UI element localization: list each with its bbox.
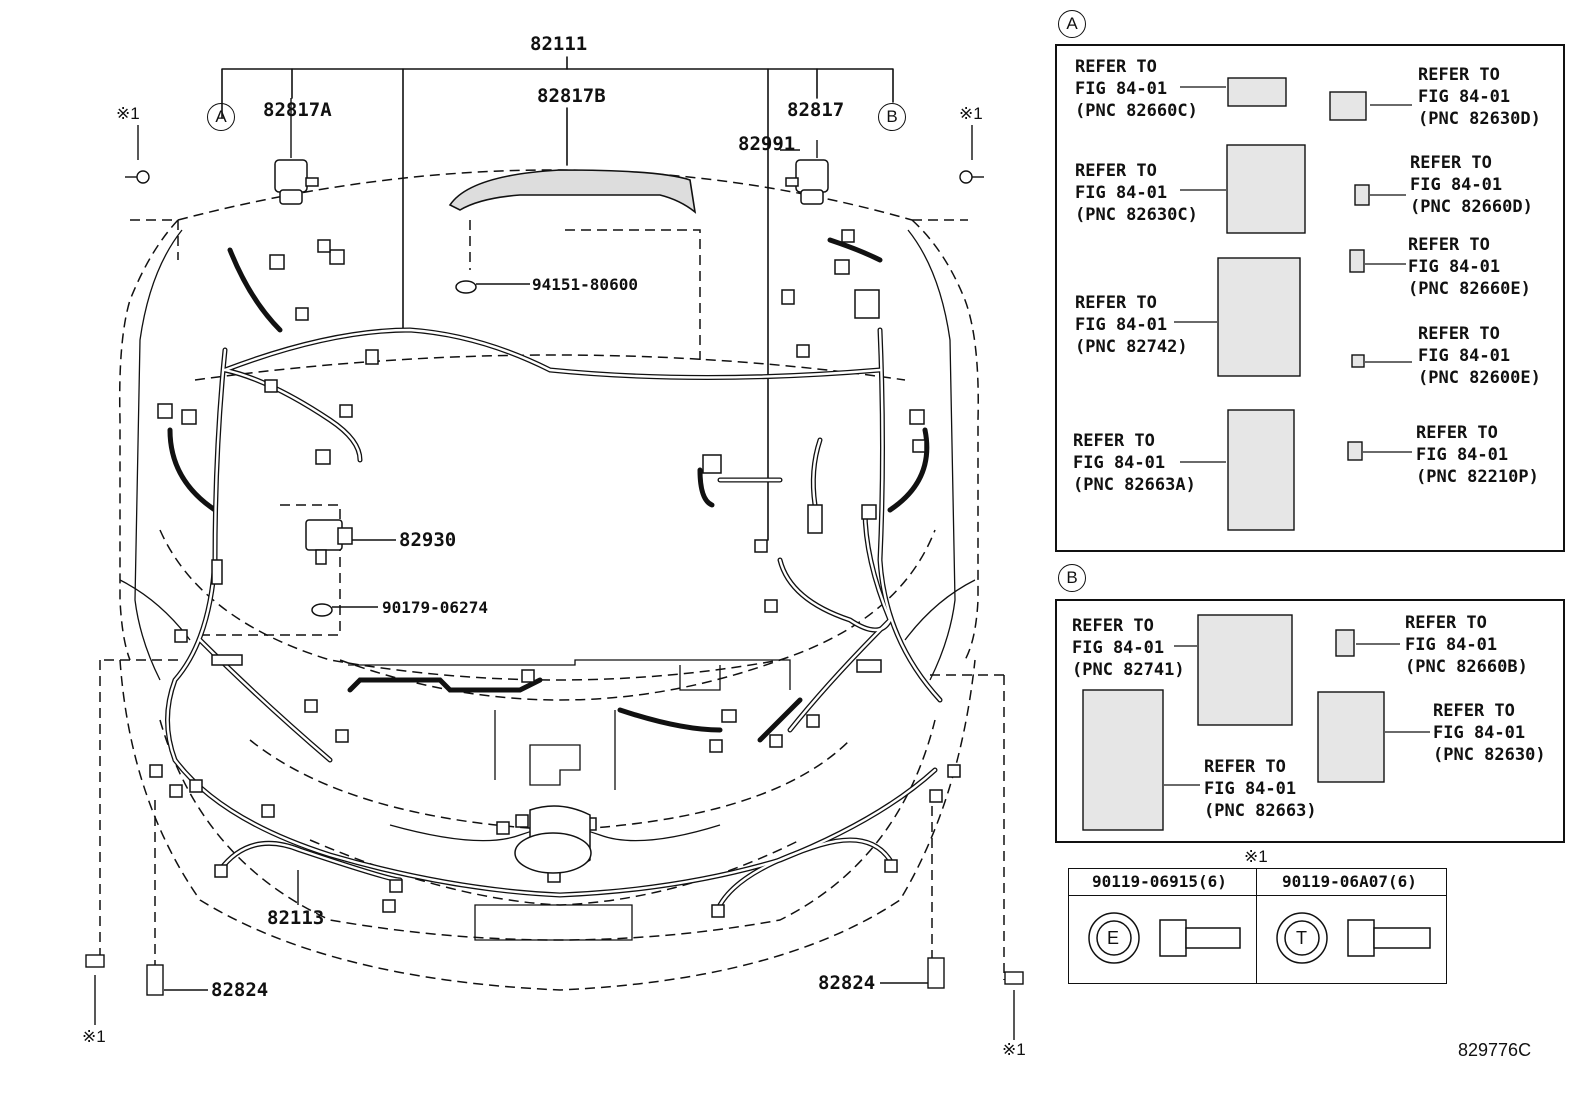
- bolt-col-1-header: 90119-06915(6): [1092, 872, 1227, 891]
- part-b-label: 82817B: [537, 85, 606, 107]
- part-c-label: 82817: [787, 99, 845, 121]
- note-mark-bottom-right: ※1: [1002, 1040, 1026, 1059]
- bolts-table-col-divider: [1256, 868, 1257, 984]
- panel-a-marker: A: [1058, 10, 1086, 38]
- part-front-label: 82113: [267, 907, 325, 929]
- panel-b: [1055, 599, 1565, 843]
- part-a-label: 82817A: [263, 99, 332, 121]
- part-main-label: 82111: [530, 33, 588, 55]
- marker-a: A: [207, 103, 235, 131]
- part-d-label: 82991: [738, 133, 796, 155]
- part-ecu-label: 82930: [399, 529, 457, 551]
- clip-2-label: 90179-06274: [382, 598, 488, 617]
- bolt-letter-e: E: [1107, 928, 1120, 948]
- bolts-table-divider: [1068, 895, 1447, 896]
- part-left-bottom-label: 82824: [211, 979, 269, 1001]
- part-right-bottom-label: 82824: [818, 972, 876, 994]
- figure-id: 829776C: [1458, 1040, 1532, 1060]
- marker-b: B: [878, 103, 906, 131]
- note-mark-top-right: ※1: [959, 104, 983, 123]
- panel-a: [1055, 44, 1565, 552]
- panel-b-marker: B: [1058, 564, 1086, 592]
- bolts-note-mark: ※1: [1244, 847, 1268, 866]
- note-mark-bottom-left: ※1: [82, 1027, 106, 1046]
- bolt-letter-t: T: [1296, 928, 1307, 948]
- clip-1-label: 94151-80600: [532, 275, 638, 294]
- note-mark-top-left: ※1: [116, 104, 140, 123]
- bolts-table: [1068, 868, 1447, 984]
- bolt-col-2-header: 90119-06A07(6): [1282, 872, 1417, 891]
